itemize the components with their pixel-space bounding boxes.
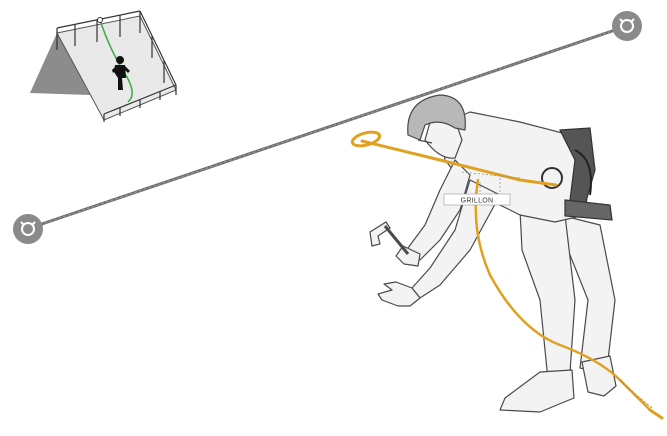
worker-front-leg (520, 210, 575, 380)
grillon-label-text: GRILLON (461, 198, 494, 205)
hammer-icon (370, 222, 408, 254)
roof-inset-diagram (30, 11, 176, 122)
worker-boot-front (500, 370, 574, 412)
left-anchor-icon (13, 214, 43, 244)
right-anchor-icon (612, 11, 642, 41)
grillon-device-label: GRILLON (444, 194, 510, 205)
anchor-point-icon (98, 18, 103, 23)
worker-boot-back (582, 356, 616, 396)
